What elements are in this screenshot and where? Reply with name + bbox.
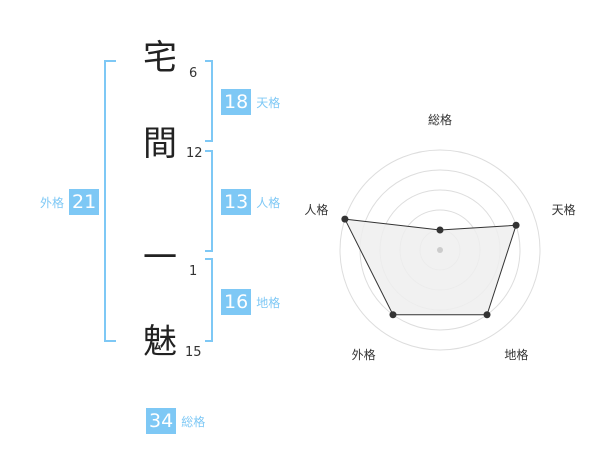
chikaku-bracket [205, 258, 213, 342]
stroke-count-4: 15 [185, 345, 202, 360]
gaikaku-label: 外格 [40, 195, 65, 210]
radar-point-5 [341, 215, 349, 223]
name-char-1: 宅 [143, 38, 177, 78]
jinkaku-badge: 13 人格 [221, 189, 280, 215]
jinkaku-label: 人格 [256, 195, 281, 210]
gaikaku-badge: 21 外格 [40, 189, 100, 215]
stroke-count-2: 12 [186, 146, 203, 161]
tenkaku-bracket [205, 60, 213, 142]
chikaku-label: 地格 [256, 295, 281, 310]
radar-center-dot [437, 247, 443, 253]
gaikaku-bracket [104, 60, 116, 342]
name-char-2: 間 [143, 124, 177, 164]
chikaku-badge: 16 地格 [221, 289, 280, 315]
tenkaku-badge: 18 天格 [221, 89, 280, 115]
tenkaku-value: 18 [221, 89, 252, 115]
radar-point-1 [436, 226, 444, 234]
radar-grid-ring [339, 149, 541, 351]
radar-series-area [344, 218, 517, 316]
radar-axis-label-4: 外格 [352, 347, 376, 362]
stroke-count-1: 6 [189, 66, 198, 81]
radar-axis-label-1: 総格 [428, 112, 452, 127]
stroke-count-3: 1 [189, 264, 198, 279]
name-char-4: 魅 [143, 322, 177, 362]
chikaku-value: 16 [221, 289, 252, 315]
radar-axis-label-3: 地格 [504, 347, 528, 362]
radar-point-2 [512, 221, 520, 229]
radar-point-4 [389, 311, 397, 319]
jinkaku-bracket [205, 150, 213, 252]
radar-axis-label-2: 天格 [552, 202, 576, 217]
gaikaku-value: 21 [69, 189, 100, 215]
tenkaku-label: 天格 [256, 95, 281, 110]
soukaku-label: 総格 [181, 414, 206, 429]
radar-point-3 [483, 311, 491, 319]
radar-axis-label-5: 人格 [304, 202, 328, 217]
soukaku-value: 34 [146, 408, 177, 434]
jinkaku-value: 13 [221, 189, 252, 215]
name-char-3: 一 [143, 238, 177, 278]
soukaku-badge: 34 総格 [146, 408, 205, 434]
